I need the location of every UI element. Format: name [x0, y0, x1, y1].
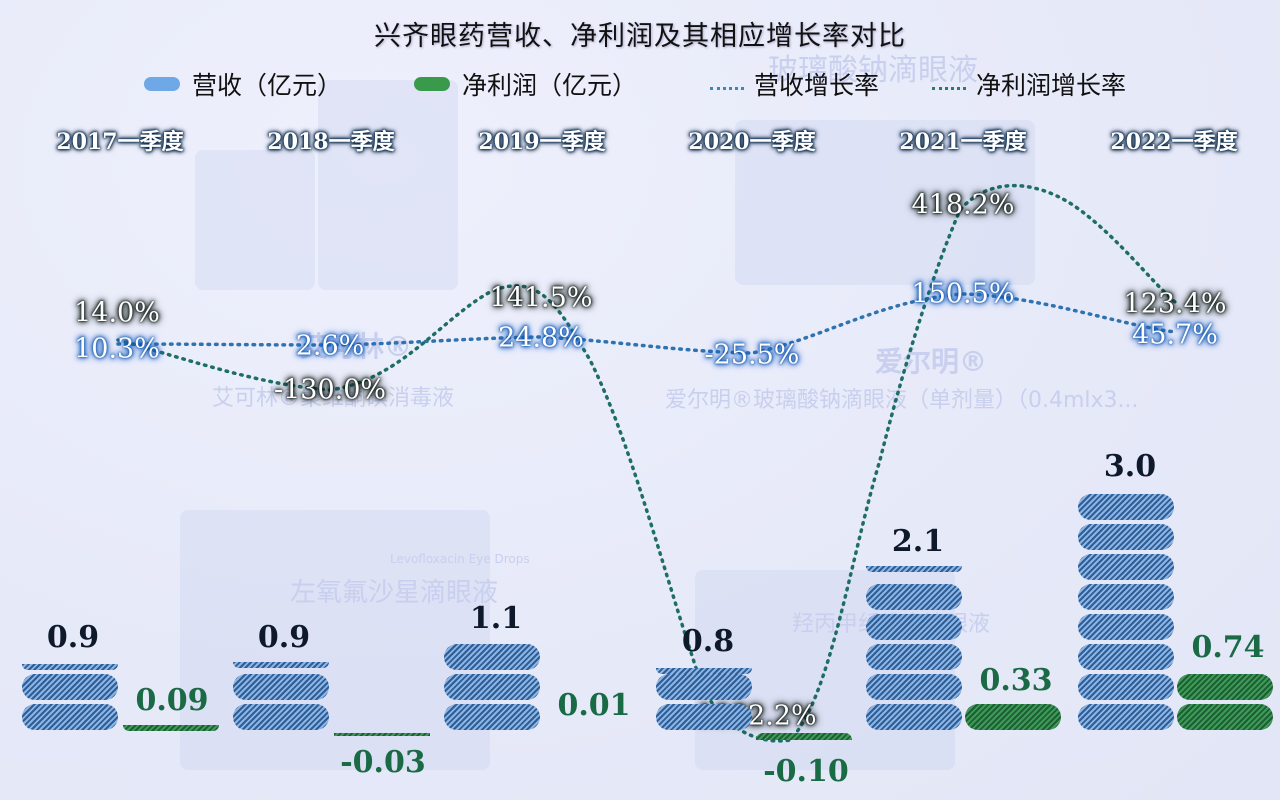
legend-label-net-profit: 净利润（亿元）: [462, 71, 638, 100]
bg-product-box-2: [735, 120, 1035, 285]
revenue-value-label: 0.9: [257, 620, 311, 655]
profit-value-label: 0.09: [135, 683, 209, 718]
revenue-growth-label: 10.3%: [74, 333, 160, 365]
bg-text-p4: 左氧氟沙星滴眼液: [290, 578, 499, 608]
profit-growth-line-icon: [932, 86, 966, 90]
profit-value-label: -0.03: [340, 745, 426, 780]
bg-text-p1: 艾可林®: [300, 330, 413, 363]
revenue-growth-label: 24.8%: [498, 322, 584, 354]
bg-product-box: [318, 80, 458, 290]
revenue-value-label: 0.9: [46, 620, 100, 655]
legend-item-profit-growth[interactable]: 净利润增长率: [932, 66, 1126, 102]
bg-text-p3: 玻璃酸钠滴眼液: [768, 53, 978, 88]
profit-value-label: -0.10: [763, 754, 849, 789]
revenue-growth-label: -25.5%: [704, 339, 800, 371]
legend-label-revenue-growth: 营收增长率: [754, 71, 880, 100]
revenue-growth-label: 150.5%: [911, 278, 1015, 310]
legend-label-profit-growth: 净利润增长率: [976, 71, 1127, 100]
bg-product-box-3: [180, 510, 490, 770]
quarter-label: 2017一季度: [56, 129, 184, 155]
legend-item-revenue-growth[interactable]: 营收增长率: [710, 66, 879, 102]
profit-growth-label: 418.2%: [911, 189, 1015, 221]
bg-text-p4-en: Levofloxacin Eye Drops: [390, 552, 530, 566]
revenue-growth-line-icon: [710, 86, 744, 90]
chart-title: 兴齐眼药营收、净利润及其相应增长率对比: [374, 21, 906, 52]
legend-item-net-profit[interactable]: 净利润（亿元）: [414, 66, 637, 102]
profit-growth-label: 14.0%: [74, 297, 160, 329]
legend: 营收（亿元） 净利润（亿元） 营收增长率 净利润增长率: [0, 62, 1280, 102]
revenue-growth-line: [116, 292, 1177, 355]
revenue-swatch-icon: [144, 77, 180, 91]
profit-growth-line: [116, 183, 1177, 743]
quarter-label: 2018一季度: [267, 129, 395, 155]
quarter-label: 2022一季度: [1110, 129, 1238, 155]
revenue-value-label: 1.1: [469, 601, 523, 636]
quarter-label: 2021一季度: [899, 129, 1027, 155]
profit-value-label: 0.74: [1191, 630, 1265, 665]
quarter-label: 2020一季度: [688, 129, 816, 155]
legend-label-revenue: 营收（亿元）: [192, 71, 343, 100]
revenue-value-label: 2.1: [891, 524, 945, 559]
revenue-growth-label: 2.6%: [295, 330, 365, 362]
profit-growth-label: 141.5%: [489, 282, 593, 314]
revenue-value-label: 3.0: [1103, 449, 1157, 484]
profit-growth-label: 123.4%: [1123, 288, 1227, 320]
bg-text-p2-full: 爱尔明®玻璃酸钠滴眼液（单剂量）（0.4mlx3...: [665, 388, 1139, 413]
profit-value-label: 0.01: [557, 688, 631, 723]
profit-value-label: 0.33: [979, 663, 1053, 698]
quarter-label: 2019一季度: [478, 129, 606, 155]
profit-swatch-icon: [414, 77, 450, 91]
revenue-growth-label: 45.7%: [1132, 319, 1218, 351]
profit-growth-label: -130.0%: [273, 374, 387, 406]
bg-product-bottle: [195, 150, 315, 290]
bg-text-p2: 爱尔明®: [875, 345, 988, 378]
legend-item-revenue[interactable]: 营收（亿元）: [144, 66, 342, 102]
bg-text-p1-full: 艾可林®聚维酮碘消毒液: [212, 386, 455, 411]
revenue-value-label: 0.8: [681, 624, 735, 659]
